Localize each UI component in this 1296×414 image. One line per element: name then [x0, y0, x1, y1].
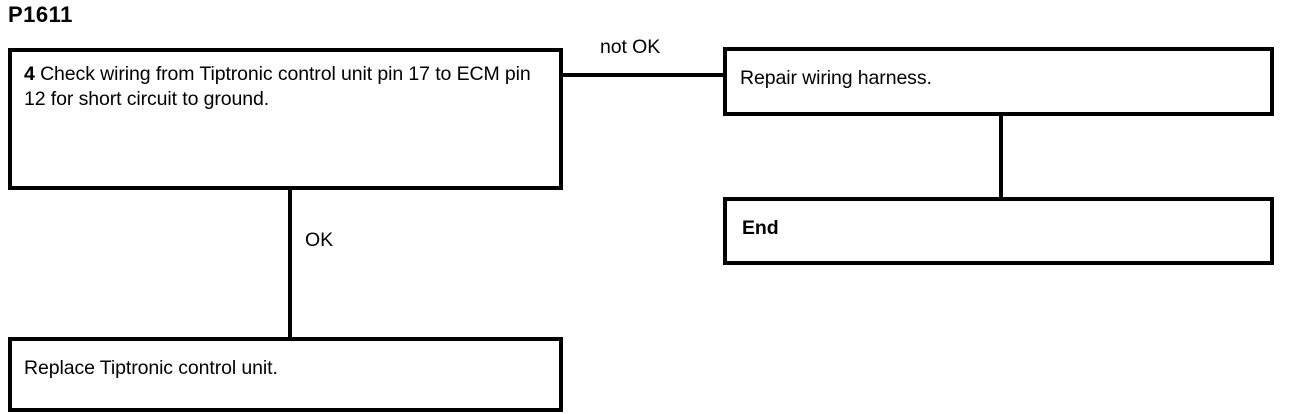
connector-repair-to-end — [999, 114, 1003, 199]
node-end-text: End — [742, 217, 779, 239]
node-replace-text: Replace Tiptronic control unit. — [24, 357, 278, 379]
node-step-4-description: Check wiring from Tiptronic control unit… — [24, 63, 536, 110]
node-repair-box — [723, 47, 1274, 116]
node-replace-box — [8, 337, 563, 412]
node-step-4-number: 4 — [24, 63, 35, 85]
connector-step4-to-repair — [561, 73, 725, 77]
node-end-box — [723, 197, 1274, 265]
edge-label-ok: OK — [305, 229, 333, 251]
connector-step4-to-replace — [288, 188, 292, 339]
node-step-4-text: 4 Check wiring from Tiptronic control un… — [24, 62, 544, 112]
node-repair-text: Repair wiring harness. — [740, 67, 932, 89]
edge-label-not-ok: not OK — [600, 36, 661, 58]
node-step-4-box — [8, 48, 563, 190]
diagram-title: P1611 — [8, 2, 73, 27]
